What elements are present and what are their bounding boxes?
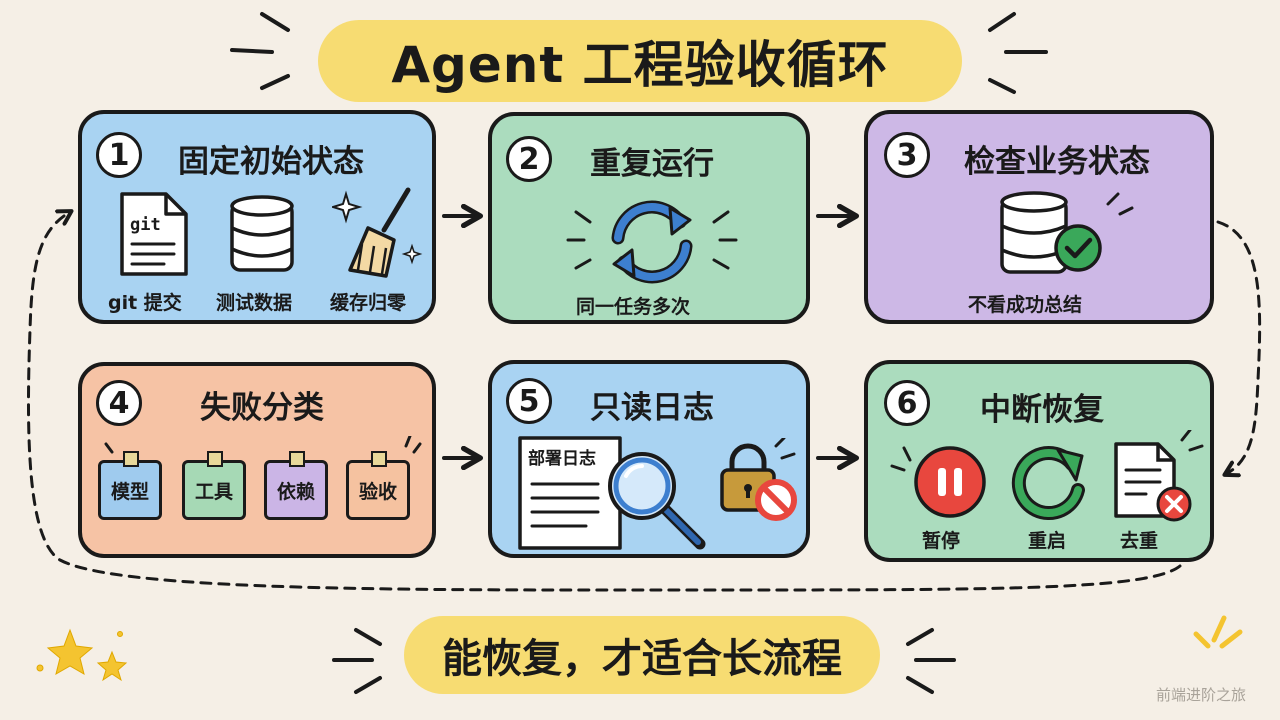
repeat-cycle-icon <box>566 200 738 284</box>
tape-icon <box>371 451 387 467</box>
step-number-5: 5 <box>506 378 552 424</box>
restart-icon <box>1011 446 1085 521</box>
dashed-loop-back <box>27 212 1182 592</box>
step-number-1: 1 <box>96 132 142 178</box>
git-file-text: git <box>130 215 161 235</box>
step-number-2: 2 <box>506 136 552 182</box>
footer-decoration-left <box>332 628 382 694</box>
step-card-2: 2 重复运行 同一任务多次 <box>488 112 810 324</box>
note-sparks <box>104 436 422 454</box>
item-label-restart: 重启 <box>1028 530 1067 552</box>
tape-icon <box>289 451 305 467</box>
database-check-icon <box>1000 191 1134 274</box>
step-title-5: 只读日志 <box>590 390 714 426</box>
title-decoration-right <box>988 12 1048 94</box>
footer-slogan: 能恢复，才适合长流程 <box>404 616 880 694</box>
broom-icon <box>332 187 423 278</box>
item-label-dedupe: 去重 <box>1120 530 1159 552</box>
step-title-1: 固定初始状态 <box>178 144 364 180</box>
tape-icon <box>123 451 139 467</box>
lock-blocked-icon <box>720 438 797 521</box>
step-number-6: 6 <box>884 380 930 426</box>
step-card-6: 6 中断恢复 暂停 重启 <box>864 360 1214 562</box>
footer-decoration-right <box>906 628 956 694</box>
stars-decoration <box>36 628 128 682</box>
step-number-4: 4 <box>96 380 142 426</box>
step-card-4: 4 失败分类 模型 工具 依赖 验收 <box>78 362 436 558</box>
step-title-2: 重复运行 <box>590 146 714 182</box>
dedupe-file-icon <box>1114 430 1204 522</box>
item-label-git: git 提交 <box>108 292 182 314</box>
step-card-5: 5 只读日志 部署日志 <box>488 360 810 558</box>
item-label-repeat: 同一任务多次 <box>576 296 691 318</box>
git-file-icon: git <box>120 192 188 276</box>
dashed-arrow-3-to-6 <box>1216 220 1262 474</box>
failure-tag-tool: 工具 <box>182 451 246 520</box>
item-label-check: 不看成功总结 <box>968 294 1083 316</box>
failure-tag-label: 依赖 <box>276 480 315 503</box>
step-title-4: 失败分类 <box>200 390 324 426</box>
database-icon <box>230 195 294 272</box>
item-label-pause: 暂停 <box>922 530 961 552</box>
failure-tag-label: 验收 <box>358 480 397 503</box>
step-title-3: 检查业务状态 <box>964 144 1150 180</box>
step-card-3: 3 检查业务状态 不看成功总结 <box>864 110 1214 324</box>
title-decoration-left <box>230 12 290 90</box>
sparkles-decoration <box>1193 615 1243 649</box>
failure-tag-dependency: 依赖 <box>264 451 328 520</box>
failure-tag-label: 工具 <box>194 480 233 503</box>
tape-icon <box>207 451 223 467</box>
failure-tag-label: 模型 <box>110 480 149 503</box>
step-title-6: 中断恢复 <box>980 392 1104 428</box>
step-number-3: 3 <box>884 132 930 178</box>
failure-tag-model: 模型 <box>98 451 162 520</box>
step-card-1: 1 固定初始状态 git git 提交 测试数据 <box>78 110 436 324</box>
magnifier-icon <box>608 452 706 550</box>
pause-icon <box>890 446 986 518</box>
log-document-title: 部署日志 <box>528 449 596 469</box>
diagram-title: Agent 工程验收循环 <box>318 20 962 102</box>
item-label-cache: 缓存归零 <box>330 292 407 314</box>
watermark: 前端进阶之旅 <box>1156 686 1247 704</box>
item-label-testdata: 测试数据 <box>216 292 293 314</box>
log-document-icon: 部署日志 <box>516 434 624 552</box>
failure-tag-acceptance: 验收 <box>346 451 410 520</box>
